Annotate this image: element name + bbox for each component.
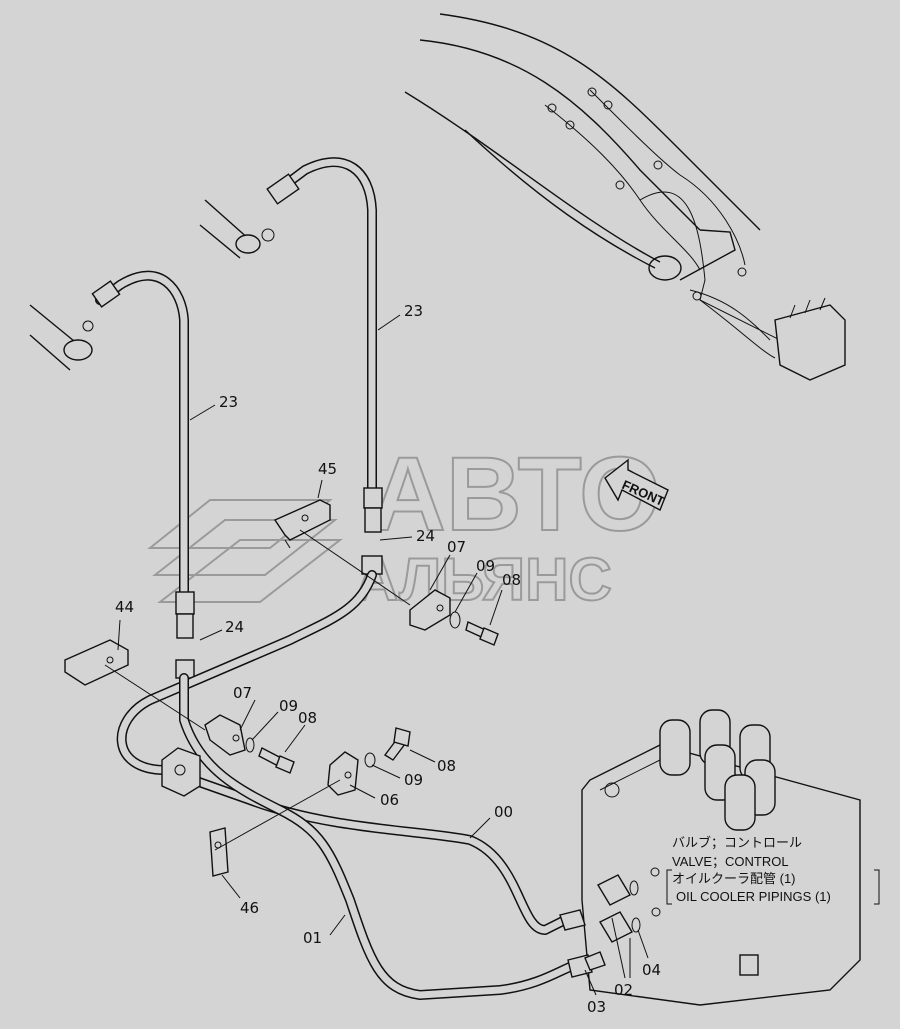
- control-valve: [581, 709, 861, 1006]
- pipe-clamp-block: [161, 747, 201, 797]
- bracket-44: [64, 639, 129, 686]
- caption-line1: バルブ；コントロール: [672, 835, 802, 851]
- label-09-lower: 09: [279, 697, 298, 715]
- label-44: 44: [115, 598, 134, 616]
- watermark-line2: АЛЬЯНС: [355, 546, 612, 613]
- label-24-lower: 24: [225, 618, 244, 636]
- valve-caption: バルブ；コントロール VALVE；CONTROL オイルクーラ配管 (1) OI…: [666, 835, 880, 905]
- label-00: 00: [494, 803, 513, 821]
- clamp-07-upper: [409, 589, 451, 631]
- bolts-08: [258, 621, 499, 774]
- cylinder-stubs: [29, 199, 275, 371]
- label-46: 46: [240, 899, 259, 917]
- clamp-06: [327, 751, 359, 796]
- label-07-upper: 07: [447, 538, 466, 556]
- label-08-lower: 08: [298, 709, 317, 727]
- caption-line3: オイルクーラ配管 (1): [672, 871, 796, 886]
- pipe-01: [179, 673, 580, 1000]
- caption-line2: VALVE；CONTROL: [672, 854, 789, 870]
- boom-outline: [404, 13, 846, 381]
- label-02: 02: [614, 981, 633, 999]
- plate-46: [209, 827, 229, 877]
- label-45: 45: [318, 460, 337, 478]
- label-08-upper: 08: [502, 571, 521, 589]
- watermark-logo: [147, 499, 343, 603]
- caption-line4: OIL COOLER PIPINGS (1): [676, 889, 831, 904]
- washers-09: [245, 611, 461, 768]
- label-09-mid: 09: [404, 771, 423, 789]
- clamp-07-lower: [204, 714, 246, 756]
- hose-23-right: [91, 157, 383, 575]
- bracket-45: [273, 499, 331, 549]
- label-01: 01: [303, 929, 322, 947]
- label-09-upper: 09: [476, 557, 495, 575]
- valve-spools: [659, 709, 776, 831]
- bracket-leaders: [104, 529, 411, 851]
- leader-lines: [117, 314, 649, 996]
- watermark-line1: АВТО: [370, 436, 661, 553]
- label-hose-right: 23: [404, 302, 423, 320]
- label-hose-left: 23: [219, 393, 238, 411]
- label-04: 04: [642, 961, 661, 979]
- valve-fittings: [559, 867, 661, 978]
- hose-23-left: [95, 270, 195, 679]
- watermark: АВТО АЛЬЯНС: [147, 435, 662, 614]
- label-08-mid: 08: [437, 757, 456, 775]
- label-24-upper: 24: [416, 527, 435, 545]
- label-06: 06: [380, 791, 399, 809]
- label-07-lower: 07: [233, 684, 252, 702]
- label-03: 03: [587, 998, 606, 1016]
- part-number-labels: 23 23 45 24 07 09 08 44 24 07 09 08 08 0…: [115, 302, 661, 1016]
